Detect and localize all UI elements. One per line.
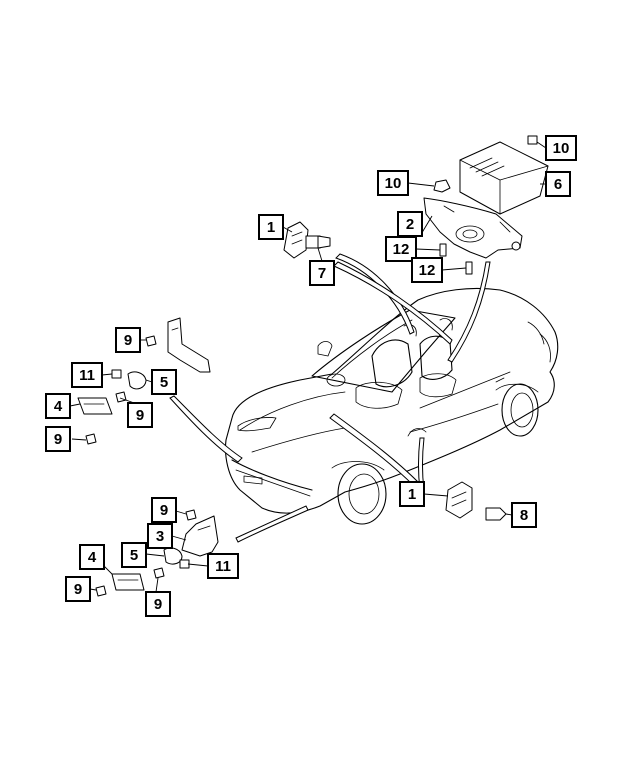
svg-text:8: 8	[520, 507, 528, 524]
svg-text:11: 11	[79, 367, 95, 384]
callout-11-left: 11	[71, 362, 103, 388]
bolt-9-left-b	[85, 433, 97, 445]
svg-text:6: 6	[554, 176, 562, 193]
bolt-9-upper-left	[145, 335, 157, 347]
svg-text:5: 5	[160, 374, 168, 391]
callout-5-left: 5	[151, 369, 177, 395]
svg-text:9: 9	[54, 431, 62, 448]
svg-text:9: 9	[124, 332, 132, 349]
bolt-7	[305, 235, 331, 249]
module-bracket	[423, 197, 523, 259]
airbag-control-module	[459, 135, 549, 215]
svg-text:4: 4	[54, 398, 63, 415]
callout-9-left-low: 9	[45, 426, 71, 452]
callout-4-left: 4	[45, 393, 71, 419]
svg-text:12: 12	[393, 241, 410, 258]
callout-12-lower: 12	[411, 257, 443, 283]
svg-text:2: 2	[406, 216, 414, 233]
sensor-bracket-4-left	[77, 397, 113, 415]
front-impact-sensor-left	[127, 371, 147, 390]
car-illustration	[224, 287, 559, 525]
clip-11-left	[111, 369, 122, 379]
svg-text:12: 12	[419, 262, 436, 279]
front-impact-sensor-right	[163, 547, 183, 565]
front-sensor-bracket-upper	[167, 317, 211, 373]
callout-4-lower: 4	[79, 544, 105, 570]
callout-6: 6	[545, 171, 571, 197]
callout-10-right: 10	[545, 135, 577, 161]
bolt-9-lower-c	[95, 585, 107, 597]
svg-text:9: 9	[160, 502, 168, 519]
svg-text:1: 1	[408, 486, 416, 503]
callout-9-bracket-top: 9	[151, 497, 177, 523]
svg-text:7: 7	[318, 265, 326, 282]
clip-11-right	[179, 559, 190, 569]
svg-text:10: 10	[553, 140, 570, 157]
svg-text:5: 5	[130, 547, 138, 564]
side-impact-sensor-lower	[445, 481, 473, 519]
callout-3: 3	[147, 523, 173, 549]
callout-5-lower: 5	[121, 542, 147, 568]
svg-text:9: 9	[154, 596, 162, 613]
callout-10-left: 10	[377, 170, 409, 196]
nut-10	[433, 179, 451, 193]
callout-9-bottom-left: 9	[65, 576, 91, 602]
callout-1-lower: 1	[399, 481, 425, 507]
svg-text:4: 4	[88, 549, 97, 566]
sensor-bracket-4-right	[111, 573, 145, 591]
bolt-8	[485, 507, 507, 521]
callout-2: 2	[397, 211, 423, 237]
callout-9-upper-left: 9	[115, 327, 141, 353]
bolt-9-left-a	[115, 391, 127, 403]
callout-9-bottom-mid: 9	[145, 591, 171, 617]
bolt-9-lower-a	[185, 509, 197, 521]
callout-7: 7	[309, 260, 335, 286]
callout-8: 8	[511, 502, 537, 528]
side-impact-sensor-upper	[283, 221, 309, 259]
svg-text:10: 10	[385, 175, 402, 192]
bolt-12-upper	[439, 243, 447, 257]
front-sensor-bracket-lower	[181, 515, 219, 557]
bolt-9-lower-b	[153, 567, 165, 579]
callout-9-left-mid: 9	[127, 402, 153, 428]
svg-text:11: 11	[215, 558, 231, 575]
callout-1-upper: 1	[258, 214, 284, 240]
svg-text:9: 9	[74, 581, 82, 598]
svg-text:1: 1	[267, 219, 275, 236]
svg-text:3: 3	[156, 528, 164, 545]
callout-11-lower: 11	[207, 553, 239, 579]
svg-text:9: 9	[136, 407, 144, 424]
sensor-ribbons	[169, 253, 491, 543]
bolt-12-lower	[465, 261, 473, 275]
